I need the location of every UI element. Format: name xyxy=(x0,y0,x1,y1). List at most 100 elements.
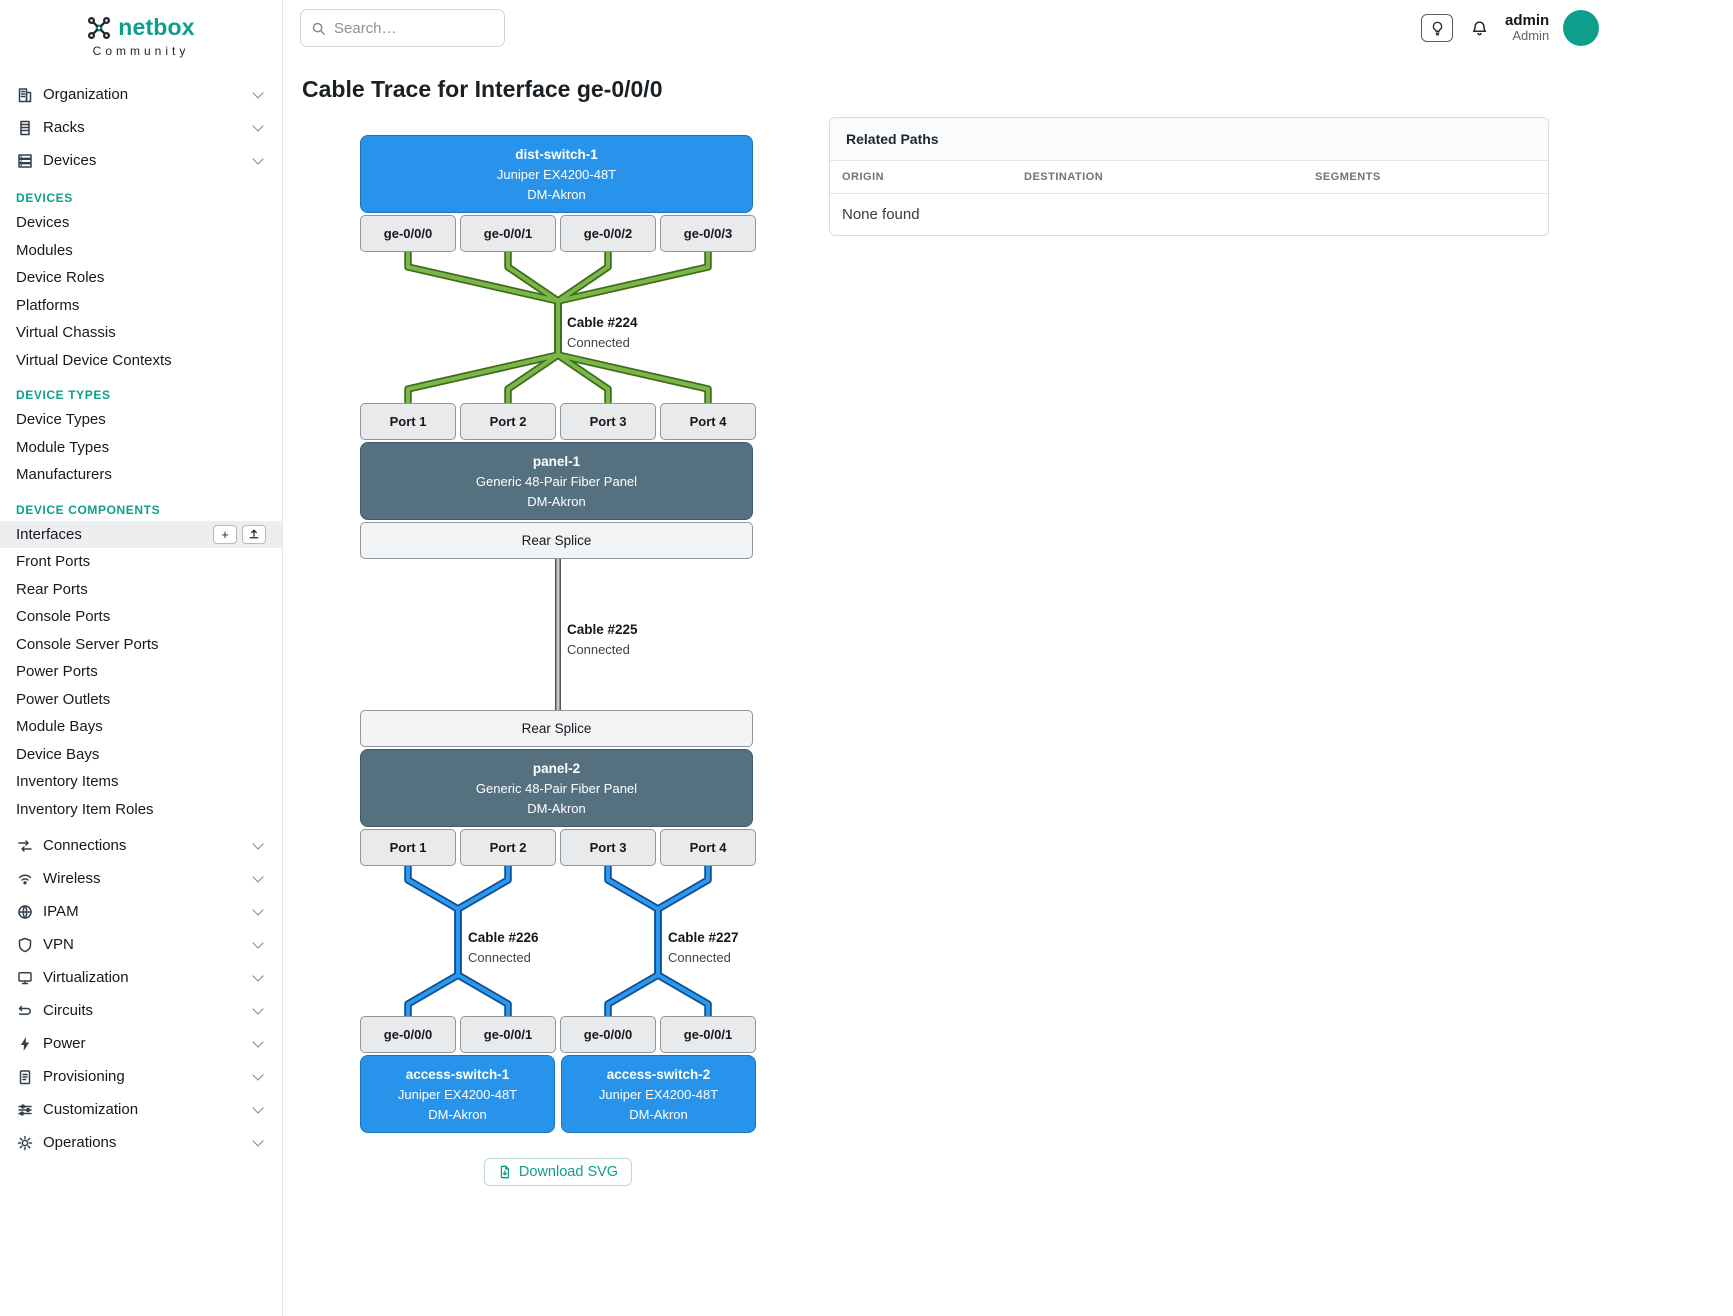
import-interfaces-button[interactable] xyxy=(242,524,266,544)
sidebar-item-module-bays[interactable]: Module Bays xyxy=(16,718,103,735)
section-title-devices: DEVICES xyxy=(16,191,73,205)
sidebar-item-power-outlets[interactable]: Power Outlets xyxy=(16,690,111,708)
chevron-down-icon xyxy=(252,970,264,982)
sidebar-item-virtual-device-contexts[interactable]: Virtual Device Contexts xyxy=(16,351,172,369)
chevron-down-icon xyxy=(252,937,264,949)
sidebar-item-module-types[interactable]: Module Types xyxy=(16,438,110,456)
sidebar-item-device-roles[interactable]: Device Roles xyxy=(16,269,105,286)
trace-port-box[interactable]: Port 1 xyxy=(360,403,456,440)
trace-bottom-device-row: access-switch-1 Juniper EX4200-48T DM-Ak… xyxy=(360,1055,756,1133)
chevron-down-icon xyxy=(252,1003,264,1015)
provisioning-icon xyxy=(16,1068,33,1085)
add-interfaces-button[interactable]: + xyxy=(213,524,237,544)
topbar: admin Admin xyxy=(283,0,1733,56)
search-icon xyxy=(311,21,326,36)
sidebar-item-platforms[interactable]: Platforms xyxy=(16,296,80,314)
trace-port-box[interactable]: Port 2 xyxy=(460,829,556,866)
devices-icon xyxy=(16,152,33,169)
trace-interface-box[interactable]: ge-0/0/3 xyxy=(660,215,756,252)
file-download-icon xyxy=(498,1165,512,1179)
trace-panel1-port-row: Port 1 Port 2 Port 3 Port 4 xyxy=(360,403,756,440)
sidebar-group-customization[interactable]: Customization xyxy=(0,1093,282,1126)
vpn-icon xyxy=(16,936,33,953)
trace-device-access-switch-1[interactable]: access-switch-1 Juniper EX4200-48T DM-Ak… xyxy=(360,1055,555,1133)
trace-rear-splice-1[interactable]: Rear Splice xyxy=(360,522,753,559)
sidebar-group-provisioning[interactable]: Provisioning xyxy=(0,1060,282,1093)
racks-icon xyxy=(16,119,33,136)
trace-device-panel-1[interactable]: panel-1 Generic 48-Pair Fiber Panel DM-A… xyxy=(360,442,753,520)
sidebar-group-label: Devices xyxy=(43,152,97,169)
user-menu[interactable]: admin Admin xyxy=(1505,12,1549,44)
sidebar-group-ipam[interactable]: IPAM xyxy=(0,895,282,928)
trace-port-box[interactable]: Port 3 xyxy=(560,829,656,866)
sidebar-item-front-ports[interactable]: Front Ports xyxy=(16,553,91,570)
ipam-icon xyxy=(16,903,33,920)
trace-interface-box[interactable]: ge-0/0/0 xyxy=(360,215,456,252)
theme-toggle-button[interactable] xyxy=(1421,14,1453,42)
trace-interface-box[interactable]: ge-0/0/1 xyxy=(460,1016,556,1053)
sidebar-item-rear-ports[interactable]: Rear Ports xyxy=(16,580,88,598)
sidebar-group-label: Organization xyxy=(43,86,129,103)
trace-port-box[interactable]: Port 1 xyxy=(360,829,456,866)
sidebar: netbox Community Organization Racks Devi… xyxy=(0,0,283,1316)
section-title-device-components: DEVICE COMPONENTS xyxy=(16,502,161,517)
chevron-down-icon xyxy=(252,1135,264,1147)
trace-interface-box[interactable]: ge-0/0/2 xyxy=(560,215,656,252)
brand[interactable]: netbox Community xyxy=(0,0,282,68)
trace-port-box[interactable]: Port 4 xyxy=(660,829,756,866)
trace-port-box[interactable]: Port 2 xyxy=(460,403,556,440)
trace-interface-box[interactable]: ge-0/0/1 xyxy=(660,1016,756,1053)
sidebar-group-racks[interactable]: Racks xyxy=(0,111,282,144)
trace-interface-box[interactable]: ge-0/0/1 xyxy=(460,215,556,252)
sidebar-item-device-types[interactable]: Device Types xyxy=(16,411,106,428)
virtualization-icon xyxy=(16,969,33,986)
trace-port-box[interactable]: Port 3 xyxy=(560,403,656,440)
circuits-icon xyxy=(16,1002,33,1019)
user-role: Admin xyxy=(1512,28,1550,44)
sidebar-item-devices[interactable]: Devices xyxy=(16,214,70,231)
cable-227-label: Cable #227 Connected xyxy=(668,930,739,965)
chevron-down-icon xyxy=(252,120,264,132)
sidebar-item-device-bays[interactable]: Device Bays xyxy=(16,745,100,763)
sidebar-item-console-ports[interactable]: Console Ports xyxy=(16,608,111,625)
avatar[interactable] xyxy=(1563,10,1600,46)
search-input[interactable] xyxy=(334,19,484,37)
sidebar-group-virtualization[interactable]: Virtualization xyxy=(0,961,282,994)
trace-rear-splice-2[interactable]: Rear Splice xyxy=(360,710,753,747)
sidebar-item-manufacturers[interactable]: Manufacturers xyxy=(16,466,112,483)
notifications-button[interactable] xyxy=(1467,16,1491,40)
chevron-down-icon xyxy=(252,153,264,165)
sidebar-group-vpn[interactable]: VPN xyxy=(0,928,282,961)
sidebar-group-power[interactable]: Power xyxy=(0,1027,282,1060)
trace-device-dist-switch-1[interactable]: dist-switch-1 Juniper EX4200-48T DM-Akro… xyxy=(360,135,753,213)
brand-name: netbox xyxy=(118,14,195,40)
sidebar-group-operations[interactable]: Operations xyxy=(0,1126,282,1159)
chevron-down-icon xyxy=(252,1069,264,1081)
sidebar-item-interfaces[interactable]: Interfaces + xyxy=(0,520,282,548)
cable-trace-diagram: dist-switch-1 Juniper EX4200-48T DM-Akro… xyxy=(360,135,756,1255)
trace-port-box[interactable]: Port 4 xyxy=(660,403,756,440)
sidebar-item-power-ports[interactable]: Power Ports xyxy=(16,663,98,680)
wireless-icon xyxy=(16,870,33,887)
cable-224-label: Cable #224 Connected xyxy=(567,315,638,350)
chevron-down-icon xyxy=(252,1102,264,1114)
sidebar-item-virtual-chassis[interactable]: Virtual Chassis xyxy=(16,324,116,341)
organization-icon xyxy=(16,86,33,103)
trace-device-access-switch-2[interactable]: access-switch-2 Juniper EX4200-48T DM-Ak… xyxy=(561,1055,756,1133)
sidebar-group-circuits[interactable]: Circuits xyxy=(0,994,282,1027)
download-svg-button[interactable]: Download SVG xyxy=(483,1158,633,1186)
sidebar-item-inventory-item-roles[interactable]: Inventory Item Roles xyxy=(16,800,154,818)
chevron-down-icon xyxy=(252,838,264,850)
sidebar-item-modules[interactable]: Modules xyxy=(16,241,73,259)
sidebar-item-inventory-items[interactable]: Inventory Items xyxy=(16,773,119,790)
sidebar-group-organization[interactable]: Organization xyxy=(0,78,282,111)
sidebar-group-wireless[interactable]: Wireless xyxy=(0,862,282,895)
trace-interface-box[interactable]: ge-0/0/0 xyxy=(560,1016,656,1053)
sidebar-group-connections[interactable]: Connections xyxy=(0,829,282,862)
sidebar-item-console-server-ports[interactable]: Console Server Ports xyxy=(16,635,159,653)
trace-device-panel-2[interactable]: panel-2 Generic 48-Pair Fiber Panel DM-A… xyxy=(360,749,753,827)
cable-225-label: Cable #225 Connected xyxy=(567,622,638,657)
sidebar-group-devices[interactable]: Devices xyxy=(0,144,282,177)
trace-interface-box[interactable]: ge-0/0/0 xyxy=(360,1016,456,1053)
global-search[interactable] xyxy=(300,9,505,47)
